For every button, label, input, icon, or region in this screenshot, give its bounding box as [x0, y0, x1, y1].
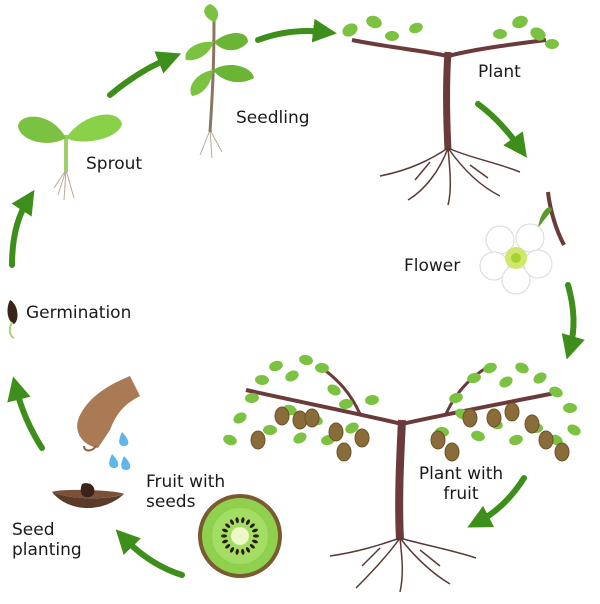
arrow-fruit-to-seed-planting: [115, 529, 185, 578]
label-germination: Germination: [26, 303, 132, 323]
tree-leaf: [515, 362, 529, 374]
label-seed-planting-line1: Seed: [12, 520, 55, 540]
tree-leaf: [299, 354, 313, 366]
tree-leaf: [563, 403, 577, 413]
kiwi-seed: [225, 544, 231, 549]
label-seedling: Seedling: [236, 108, 310, 128]
kiwi-seed: [252, 539, 258, 544]
tree-leaf: [567, 424, 581, 436]
arrow-seedling-to-plant: [255, 18, 337, 43]
tree-leaf: [499, 376, 513, 388]
kiwi-fruit: [504, 402, 520, 422]
kiwi-seed: [225, 523, 231, 528]
tree-leaf: [365, 394, 379, 406]
kiwi-seed: [222, 539, 228, 544]
tree-leaf: [245, 392, 259, 404]
arrow-fruit-plant-to-fruit: [467, 475, 527, 528]
soil-icon: [52, 483, 124, 509]
arrow-germination-to-sprout: [9, 189, 35, 268]
hand-icon: [77, 376, 140, 452]
tree-icon: [342, 15, 559, 206]
tree-leaf: [345, 422, 359, 434]
kiwi-slice-icon: [198, 494, 282, 578]
tree-leaf: [339, 398, 353, 410]
tree-leaf: [223, 434, 237, 446]
kiwi-seed: [252, 528, 258, 533]
tree-leaf: [233, 412, 247, 424]
tree-leaf: [269, 360, 283, 372]
kiwi-seed: [249, 523, 255, 528]
tree-leaves: [223, 354, 581, 446]
kiwi-fruit: [554, 442, 570, 462]
tree-leaf: [467, 372, 481, 384]
kiwi-fruit: [524, 414, 540, 434]
seedling-icon: [185, 4, 254, 159]
kiwi-fruits: [250, 402, 570, 462]
kiwi-fruit: [304, 408, 320, 428]
kiwi-seed: [229, 519, 235, 525]
label-fruit-with-seeds-line1: Fruit with: [146, 472, 226, 492]
kiwi-seed: [253, 534, 259, 538]
fruit-tree-icon: [223, 354, 581, 593]
kiwi-fruit: [538, 430, 554, 450]
tree-leaf: [293, 432, 307, 444]
tree-leaf: [263, 425, 277, 435]
tree-leaf: [509, 434, 523, 446]
tree-leaf: [533, 372, 547, 384]
kiwi-fruit: [336, 442, 352, 462]
kiwi-fruit: [486, 408, 502, 428]
kiwi-fruit: [250, 430, 266, 450]
water-drops: [109, 432, 131, 470]
kiwi-seed: [235, 548, 239, 555]
tree-leaf: [315, 362, 329, 374]
label-plant-with-fruit: Plant with fruit: [406, 464, 516, 504]
kiwi-seed: [241, 517, 245, 524]
kiwi-seed: [249, 544, 255, 549]
label-plant: Plant: [478, 62, 521, 82]
flower-icon: [479, 191, 566, 295]
tree-leaf: [483, 362, 497, 374]
label-plant-with-fruit-line2: fruit: [443, 484, 479, 504]
seed-icon: [7, 300, 18, 339]
arrow-seed-planting-to-germination: [7, 376, 45, 451]
label-flower: Flower: [404, 256, 461, 276]
kiwi-fruit: [462, 408, 478, 428]
label-seed-planting-line2: planting: [12, 540, 82, 560]
label-fruit-with-seeds: Fruit with seeds: [146, 472, 225, 512]
sprout-icon: [18, 114, 122, 201]
kiwi-fruit: [444, 442, 460, 462]
kiwi-seed: [235, 517, 239, 524]
kiwi-seed: [245, 519, 251, 525]
tree-leaf: [449, 392, 463, 404]
arrow-sprout-to-seedling: [107, 51, 182, 98]
cycle-arrows: [7, 18, 585, 578]
tree-leaf: [255, 374, 269, 386]
kiwi-fruit: [328, 422, 344, 442]
kiwi-fruit: [354, 428, 370, 448]
label-plant-with-fruit-line1: Plant with: [418, 464, 504, 484]
arrow-plant-to-flower: [475, 101, 527, 158]
kiwi-seeds: [221, 517, 259, 555]
kiwi-seed: [222, 528, 228, 533]
tree-leaf: [549, 386, 563, 398]
tree-leaf: [327, 384, 341, 396]
arrow-flower-to-fruit-plant: [561, 282, 585, 360]
label-seed-planting: Seed planting: [12, 520, 82, 560]
label-sprout: Sprout: [86, 154, 143, 174]
label-fruit-with-seeds-line2: seeds: [146, 492, 196, 512]
kiwi-seed: [241, 548, 245, 555]
kiwi-seed: [245, 547, 251, 553]
kiwi-fruit: [430, 430, 446, 450]
kiwi-seed: [221, 534, 227, 538]
kiwi-seed: [229, 547, 235, 553]
tree-leaf: [285, 370, 299, 382]
tree-leaf: [471, 430, 485, 442]
kiwi-fruit: [274, 406, 290, 426]
